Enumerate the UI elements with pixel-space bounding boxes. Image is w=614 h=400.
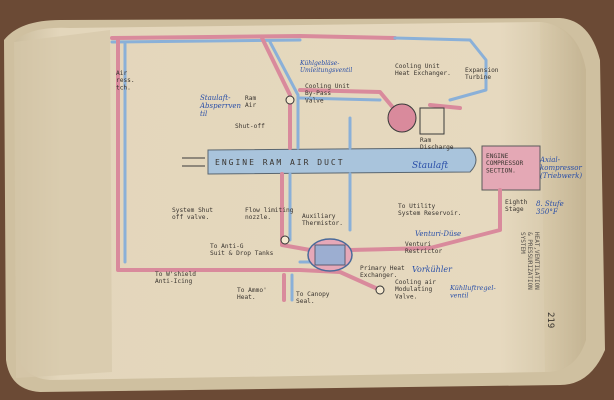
note-staulaft: Staulaft <box>412 161 449 171</box>
cooling-unit <box>387 103 417 133</box>
heat-exchanger-core <box>314 244 346 266</box>
hot-line-shutoff <box>280 172 312 252</box>
back-page <box>14 30 112 378</box>
note-kuehl-umleit: Kühlgebläse-Umleitungsventil <box>299 60 352 74</box>
side-caption: HEAT,VENTILATION& PRESSURIZATIONSYSTEM <box>519 232 540 290</box>
hot-line-ram <box>260 36 292 150</box>
expansion-turbine <box>419 107 445 135</box>
note-kuehlregel: Kühlluftregel-ventil <box>449 284 496 299</box>
cold-line-cool <box>298 96 382 102</box>
note-vorkuehler: Vorkühler <box>412 265 453 274</box>
page-curl <box>540 22 586 372</box>
label-shutoff: Shut-off <box>235 123 265 130</box>
system-shutoff-valve <box>280 235 290 245</box>
cold-line-turbine <box>393 36 488 102</box>
bypass-valve <box>285 95 295 105</box>
hot-line-left <box>116 38 302 272</box>
note-axial: Axial-kompressor(Triebwerk) <box>539 156 582 180</box>
hot-line-turbine <box>428 103 462 110</box>
hot-line-compressor <box>348 188 502 252</box>
ram-air-duct <box>207 147 477 175</box>
cold-line-top <box>110 38 302 44</box>
cold-line-ram <box>268 40 300 150</box>
label-to-ammo: To Ammo'Heat. <box>237 287 267 301</box>
hot-line-primary <box>298 268 382 292</box>
page-number: 219 <box>545 312 555 328</box>
duct-title: ENGINE RAM AIR DUCT <box>215 158 345 167</box>
compressor-box <box>481 145 541 191</box>
modulating-valve <box>375 285 385 295</box>
hot-line-top <box>110 34 397 40</box>
note-venturi-duese: Venturi-Düse <box>415 230 461 238</box>
hot-line-cool <box>298 88 397 112</box>
